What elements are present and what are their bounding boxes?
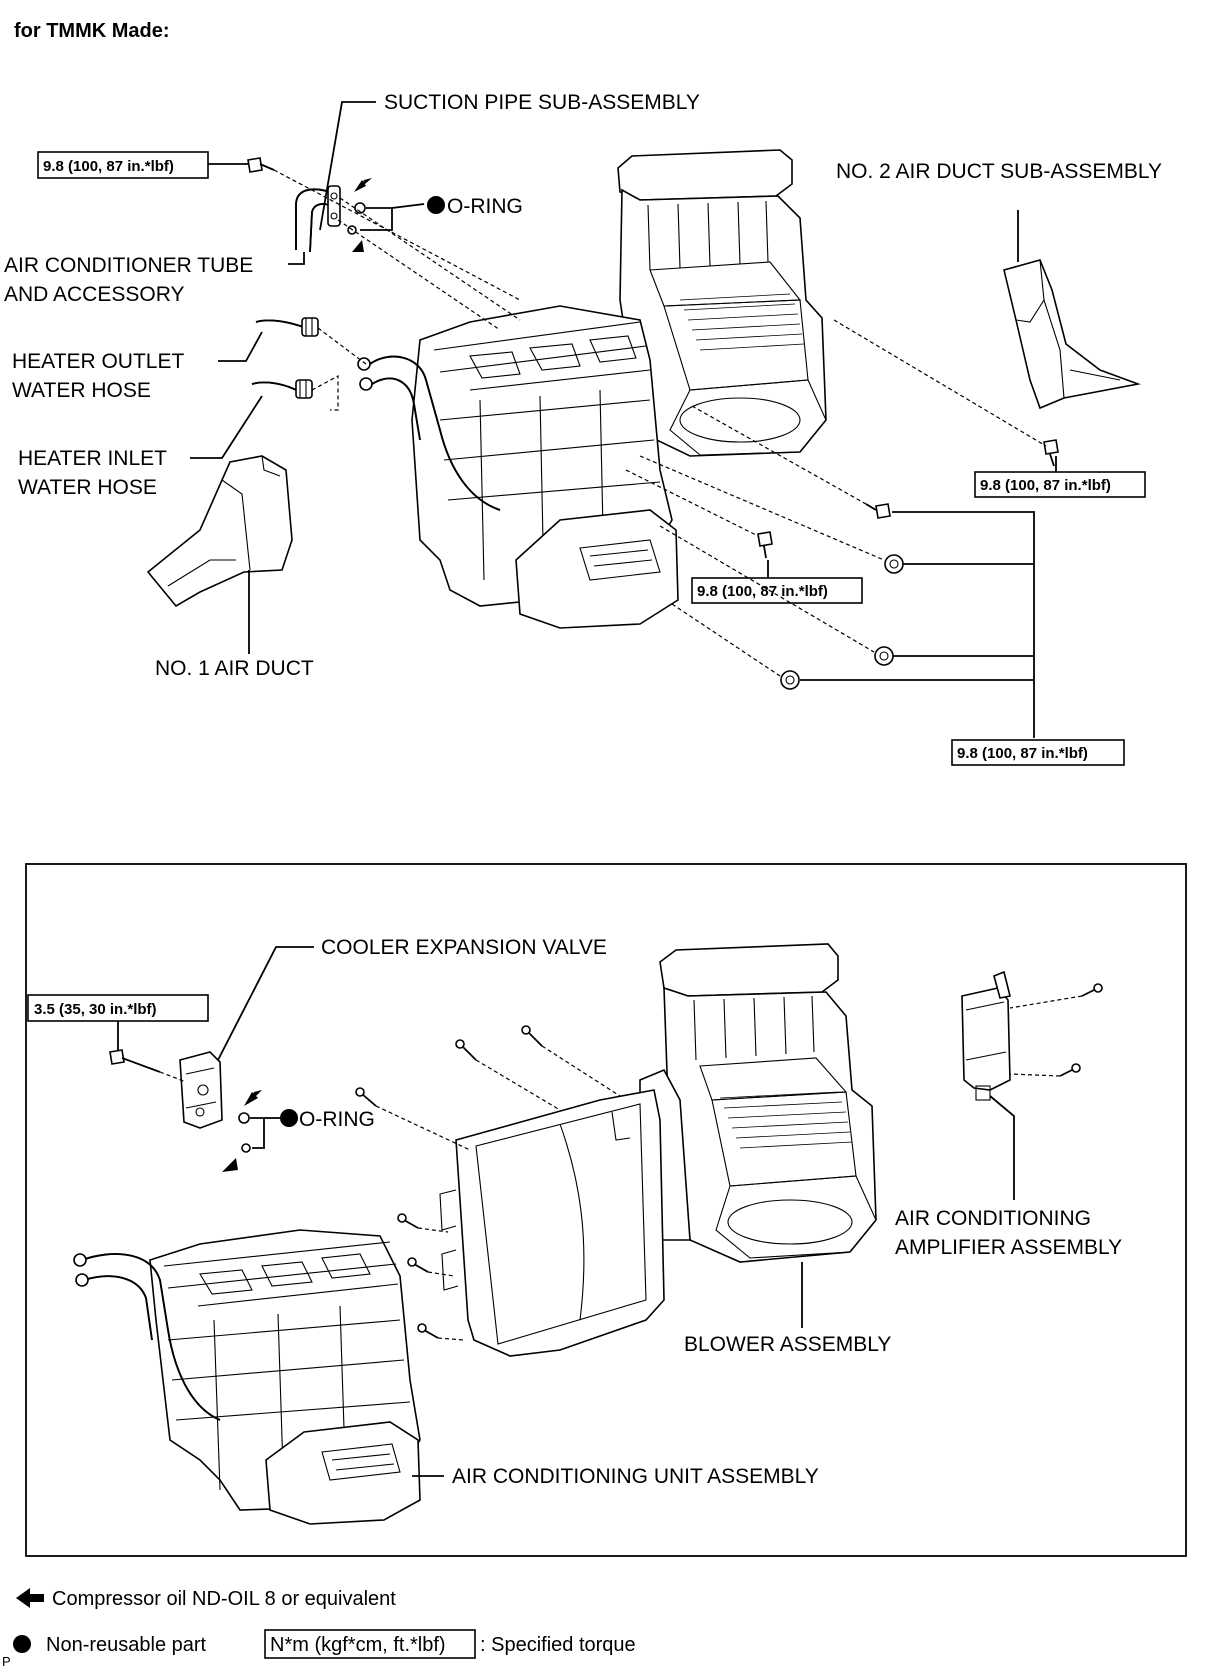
svg-text:N*m (kgf*cm, ft.*lbf): N*m (kgf*cm, ft.*lbf) [270, 1634, 446, 1656]
page-title: for TMMK Made: [14, 20, 170, 42]
torque-box-valve [27, 994, 209, 1022]
blower-label: BLOWER ASSEMBLY [684, 1333, 891, 1356]
upper-section: O-RING SUCTION PIPE SUB-ASSEMBLY 9.8 (10… [4, 91, 1162, 766]
legend-torque-desc: : Specified torque [480, 1634, 636, 1656]
ac-amplifier-drawing [961, 970, 1011, 1101]
legend-oil: Compressor oil ND-OIL 8 or equivalent [52, 1588, 396, 1610]
oil-arrow-icon [352, 240, 364, 252]
ac-unit-label: AIR CONDITIONING UNIT ASSEMBLY [452, 1465, 819, 1488]
no2-air-duct-label: NO. 2 AIR DUCT SUB-ASSEMBLY [836, 160, 1162, 183]
lower-section: COOLER EXPANSION VALVE 3.5 (35, 30 in.*l… [27, 936, 1122, 1525]
o-ring-icon [238, 1112, 250, 1124]
no2-air-duct-drawing [1003, 259, 1141, 410]
o-ring-label-lower: O-RING [299, 1108, 375, 1131]
screw-icon [355, 1025, 543, 1339]
svg-text:9.8 (100, 87 in.*lbf): 9.8 (100, 87 in.*lbf) [697, 583, 828, 600]
legend-nonreusable: Non-reusable part [46, 1634, 207, 1656]
legend: Compressor oil ND-OIL 8 or equivalent No… [13, 1588, 636, 1659]
heater-outlet-hose-drawing [255, 317, 319, 337]
svg-text:3.5 (35, 30 in.*lbf): 3.5 (35, 30 in.*lbf) [34, 1001, 157, 1018]
non-reusable-dot-icon [280, 1109, 298, 1127]
svg-text:AMPLIFIER ASSEMBLY: AMPLIFIER ASSEMBLY [895, 1236, 1122, 1259]
no1-air-duct-drawing [146, 455, 293, 608]
svg-text:AND ACCESSORY: AND ACCESSORY [4, 283, 185, 306]
bolt-icon [865, 503, 891, 519]
cooler-expansion-valve-drawing [179, 1051, 223, 1129]
bolt-icon [757, 531, 773, 559]
legend-torque-box [264, 1629, 476, 1659]
non-reusable-dot-icon [13, 1635, 31, 1653]
ac-unit-assembly-drawing [73, 1229, 421, 1525]
suction-pipe-drawing [295, 185, 341, 253]
torque-box-right-top [974, 471, 1146, 498]
screw-icon [1059, 983, 1103, 1077]
nut-icon [780, 670, 800, 690]
torque-box-center [691, 577, 863, 604]
no1-air-duct-label: NO. 1 AIR DUCT [155, 657, 314, 680]
ac-amplifier-label: AIR CONDITIONING [895, 1207, 1091, 1230]
heater-inlet-hose-drawing [251, 379, 313, 399]
torque-box-top-left [37, 151, 209, 179]
upper-ac-unit-drawing [357, 149, 827, 629]
ac-tube-label: AIR CONDITIONER TUBE [4, 254, 253, 277]
bolt-icon [1043, 439, 1059, 467]
o-ring-icon [241, 1143, 251, 1153]
inner-detail-frame [25, 863, 1187, 1557]
footer-mark: P [2, 1654, 11, 1668]
svg-text:WATER HOSE: WATER HOSE [18, 476, 157, 499]
svg-text:9.8 (100, 87 in.*lbf): 9.8 (100, 87 in.*lbf) [43, 158, 174, 175]
non-reusable-dot-icon [427, 196, 445, 214]
bolt-icon [109, 1049, 161, 1073]
case-cover-drawing [439, 1089, 665, 1357]
svg-text:9.8 (100, 87 in.*lbf): 9.8 (100, 87 in.*lbf) [957, 745, 1088, 762]
bolt-icon [247, 157, 275, 173]
left-arrow-icon [16, 1588, 44, 1608]
suction-pipe-label: SUCTION PIPE SUB-ASSEMBLY [384, 91, 700, 114]
nut-icon [874, 646, 894, 666]
svg-text:9.8 (100, 87 in.*lbf): 9.8 (100, 87 in.*lbf) [980, 477, 1111, 494]
svg-text:WATER HOSE: WATER HOSE [12, 379, 151, 402]
oil-arrow-icon [222, 1158, 238, 1172]
heater-inlet-hose-label: HEATER INLET [18, 447, 167, 470]
torque-box-right-bottom [951, 739, 1125, 766]
blower-assembly-drawing [639, 943, 877, 1263]
heater-outlet-hose-label: HEATER OUTLET [12, 350, 184, 373]
cooler-valve-label: COOLER EXPANSION VALVE [321, 936, 607, 959]
o-ring-label-upper: O-RING [447, 195, 523, 218]
nut-icon [884, 554, 904, 574]
